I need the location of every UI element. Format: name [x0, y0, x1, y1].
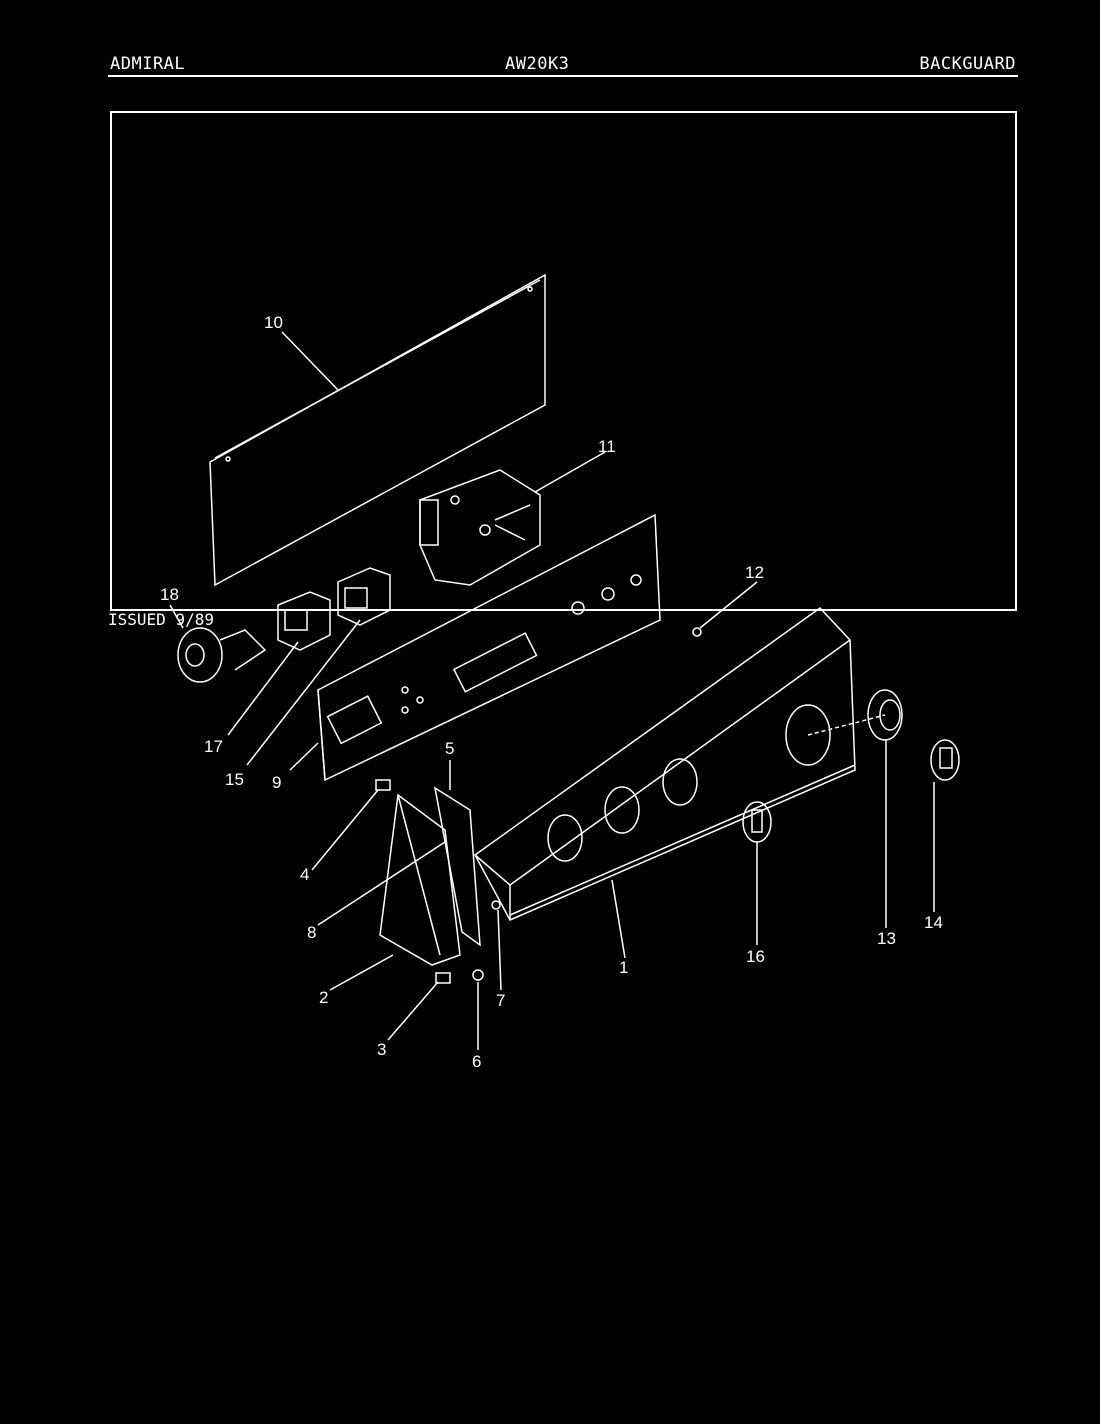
part-6-washer: [472, 969, 484, 981]
callout-4: 4: [300, 865, 309, 884]
footer-issued: ISSUED 9/89: [108, 610, 214, 629]
callout-3: 3: [377, 1040, 386, 1059]
callout-11: 11: [598, 437, 616, 456]
diagram-frame: [110, 111, 1017, 611]
callout-14: 14: [924, 913, 943, 932]
part-7-screw: [491, 900, 501, 910]
part-2-end-bracket: [379, 793, 461, 966]
part-4-clip: [375, 779, 391, 791]
callout-9: 9: [272, 773, 281, 792]
header-rule: [108, 75, 1018, 77]
part-12-screw: [692, 627, 702, 637]
callout-5: 5: [445, 739, 454, 758]
part-13-knob-skirt: [867, 689, 903, 741]
callout-6: 6: [472, 1052, 481, 1071]
part-5-trim: [433, 786, 481, 947]
callout-17: 17: [204, 737, 223, 756]
header-brand: ADMIRAL: [110, 54, 186, 74]
callout-16: 16: [746, 947, 765, 966]
part-3-clip: [435, 972, 451, 984]
callout-7: 7: [496, 991, 505, 1010]
part-15-switch: [337, 567, 391, 626]
part-18-pressure-switch: [177, 627, 267, 683]
callout-2: 2: [319, 988, 328, 1007]
callout-12: 12: [745, 563, 764, 582]
header-section: BACKGUARD: [919, 54, 1016, 74]
callout-13: 13: [877, 929, 896, 948]
part-14-knob: [930, 739, 960, 781]
callout-8: 8: [307, 923, 316, 942]
callout-15: 15: [225, 770, 244, 789]
header-model: AW20K3: [505, 54, 570, 74]
callout-18: 18: [160, 585, 179, 604]
part-11-timer: [419, 469, 541, 586]
part-9-control-panel: [317, 513, 661, 782]
part-10-back-panel: [209, 273, 546, 587]
part-1-backguard-shell: [474, 607, 856, 921]
leader-lines: [169, 331, 935, 1050]
callout-10: 10: [264, 313, 283, 332]
callout-1: 1: [619, 958, 628, 977]
part-17-switch: [277, 591, 331, 651]
